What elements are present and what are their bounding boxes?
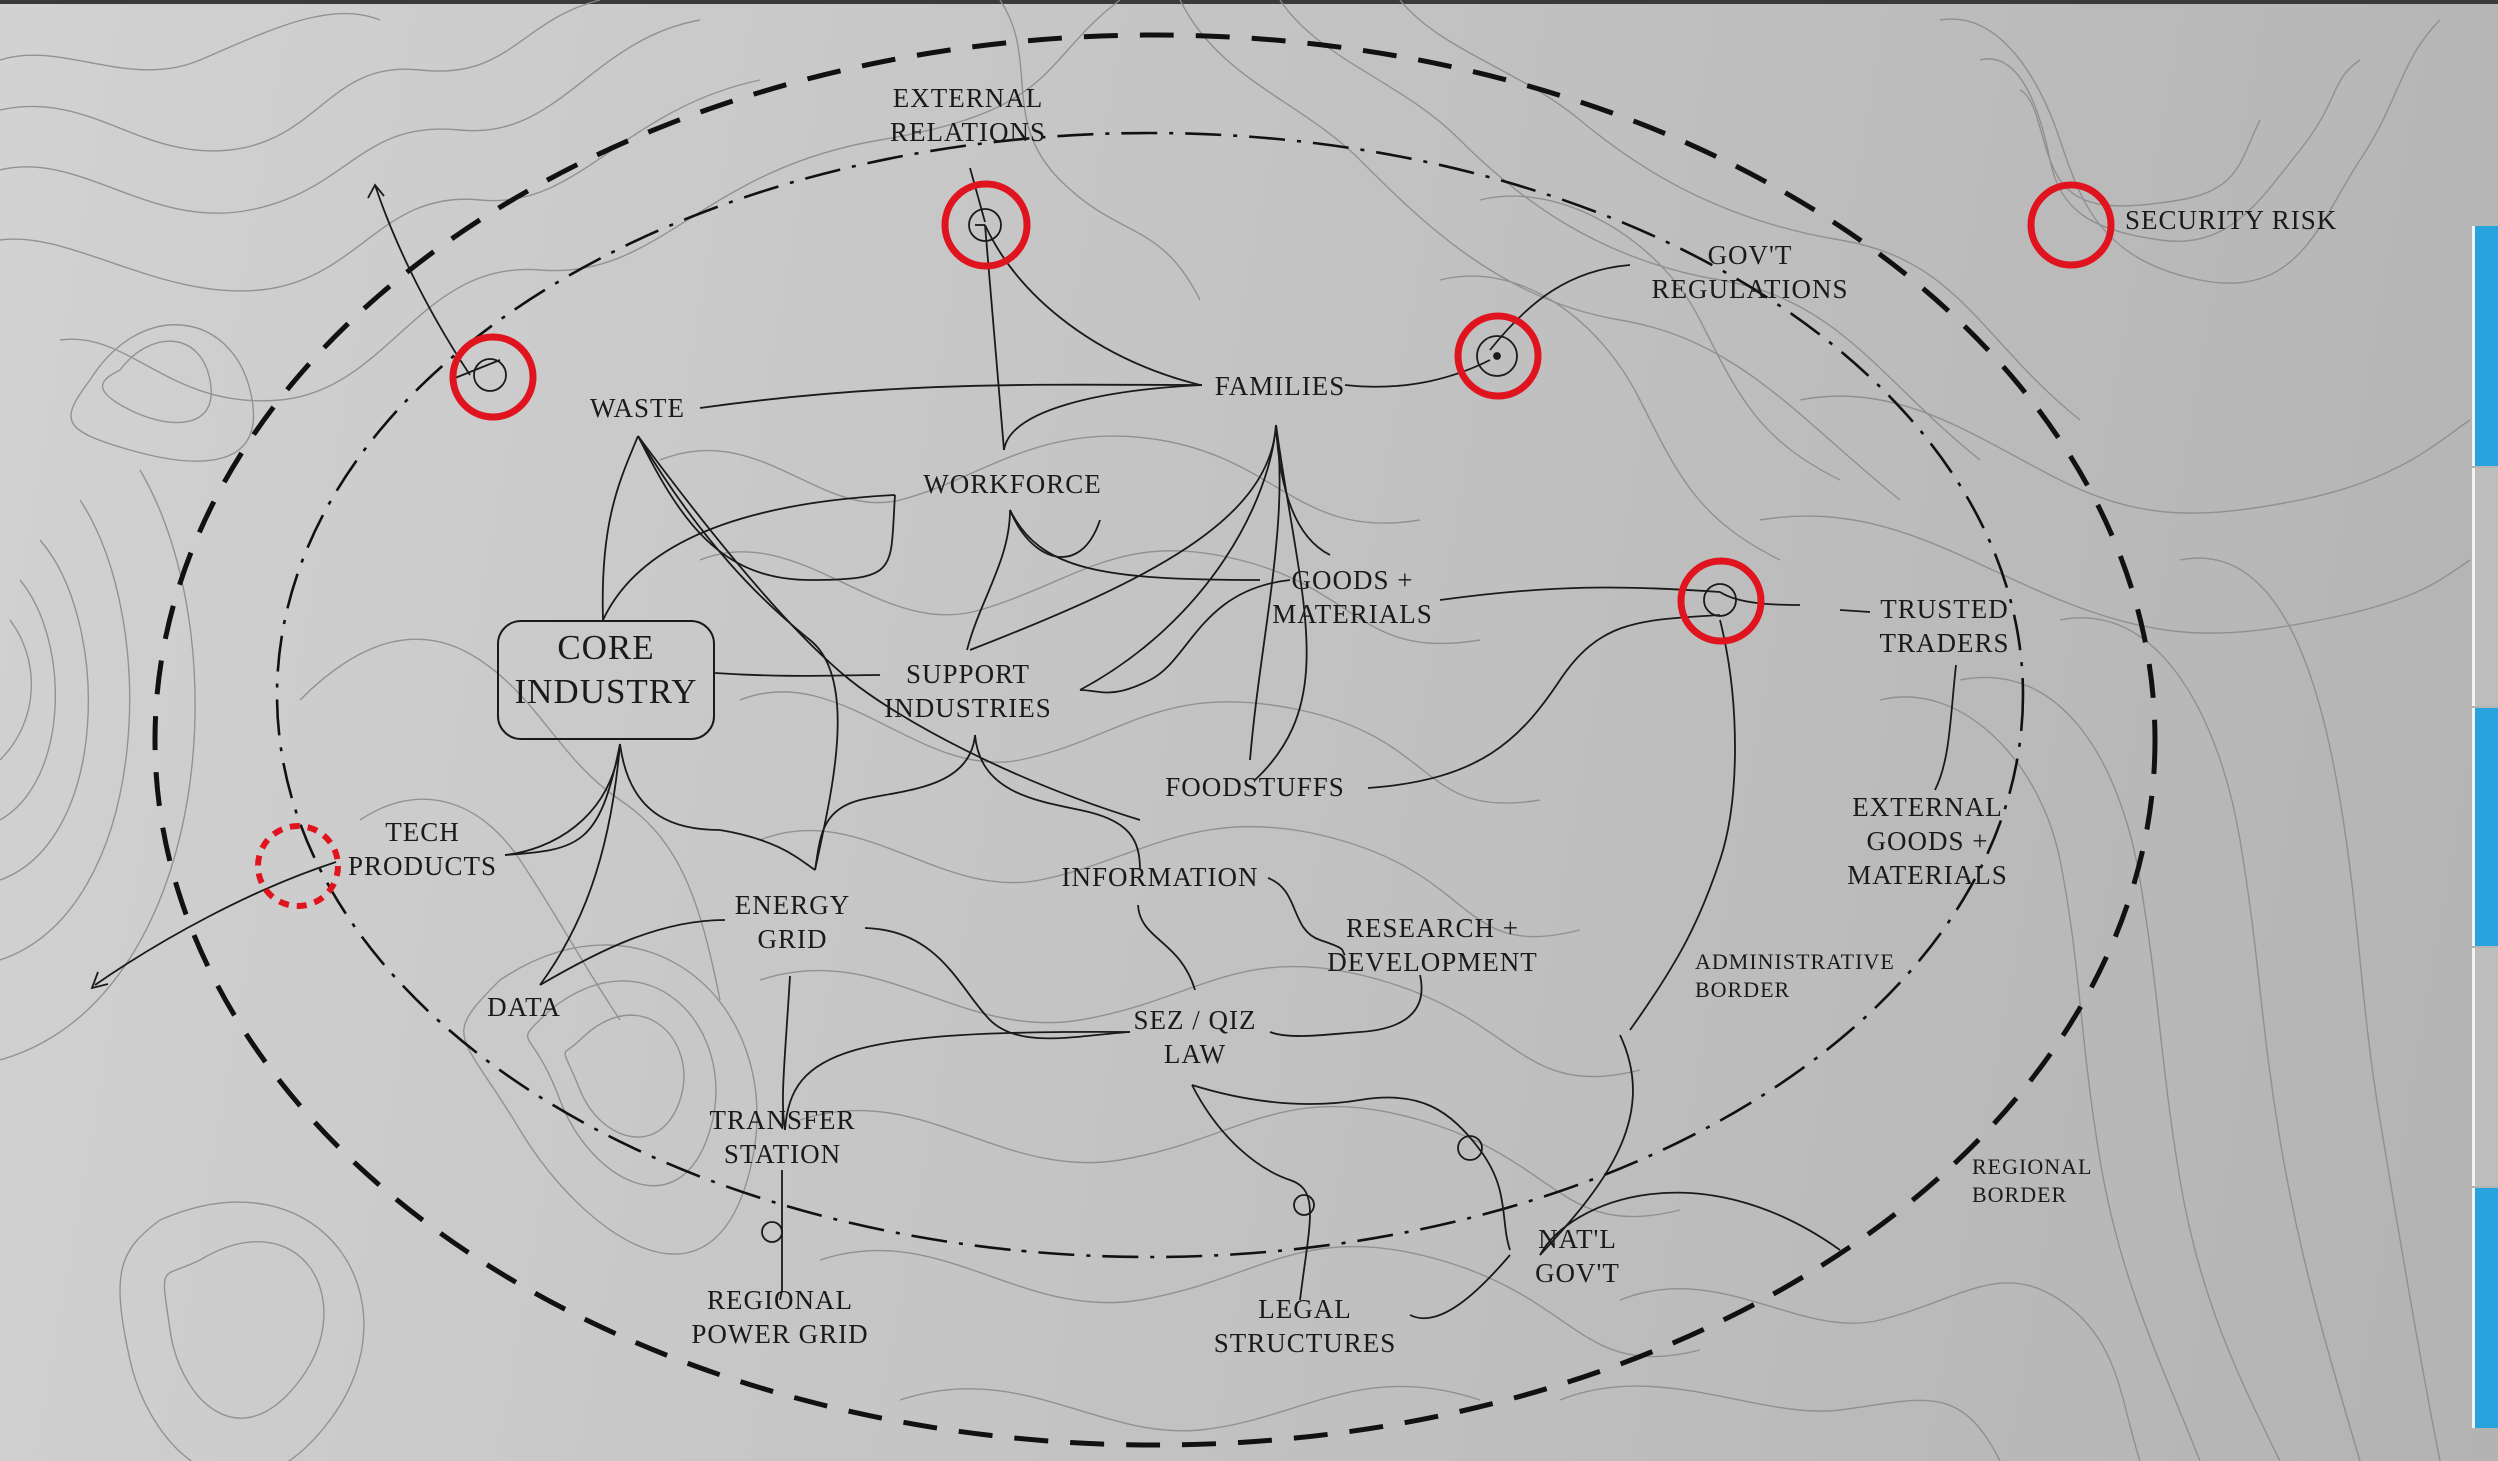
top-border: [0, 0, 2498, 4]
dashed-red-circle-icon: [255, 823, 341, 909]
external-relations-label: EXTERNAL RELATIONS: [890, 83, 1046, 147]
connection-lines: [94, 167, 1957, 1320]
checkpoints: [255, 180, 2115, 909]
administrative-border-label: ADMINISTRATIVE BORDER: [1695, 949, 1895, 1002]
waste-label: WASTE: [590, 393, 685, 423]
regional-power-grid-label: REGIONAL POWER GRID: [691, 1285, 869, 1349]
sidebar-segment-3[interactable]: [2472, 708, 2498, 946]
govt-regulations-label: GOV'T REGULATIONS: [1651, 240, 1849, 304]
red-circle-icon: [1677, 557, 1765, 645]
goods-materials-label: GOODS + MATERIALS: [1272, 565, 1433, 629]
tech-products-label: TECH PRODUCTS: [347, 817, 498, 881]
red-circle-icon: [1454, 312, 1542, 400]
sidebar-segment-2[interactable]: [2472, 468, 2498, 706]
security-risk-label: SECURITY RISK: [2125, 205, 2338, 235]
support-industries-label: SUPPORT INDUSTRIES: [884, 659, 1052, 723]
regional-border-label: REGIONAL BORDER: [1972, 1154, 2093, 1207]
red-circle-icon: [449, 333, 537, 421]
natl-govt-label: NAT'L GOV'T: [1535, 1224, 1620, 1288]
workforce-label: WORKFORCE: [923, 469, 1102, 499]
red-circle-icon: [941, 180, 1031, 270]
trusted-traders-label: TRUSTED TRADERS: [1879, 594, 2010, 658]
energy-grid-label: ENERGY GRID: [734, 890, 851, 954]
information-label: INFORMATION: [1061, 862, 1259, 892]
foodstuffs-label: FOODSTUFFS: [1165, 772, 1345, 802]
transfer-station-label: TRANSFER STATION: [709, 1105, 856, 1169]
junction-circles: [473, 208, 1737, 1243]
regional-border-ring: [152, 32, 2158, 1448]
arrow-heads: [90, 183, 385, 990]
sidebar-segment-5[interactable]: [2472, 1188, 2498, 1428]
core-industry-node: CORE INDUSTRY: [497, 620, 715, 740]
legal-structures-label: LEGAL STRUCTURES: [1213, 1294, 1397, 1358]
sez-qiz-law-label: SEZ / QIZ LAW: [1133, 1005, 1257, 1069]
administrative-border-ring: [275, 131, 2025, 1259]
external-goods-materials-label: EXTERNAL GOODS + MATERIALS: [1847, 792, 2008, 890]
sidebar-segment-1[interactable]: [2472, 226, 2498, 466]
red-circle-icon: [2027, 181, 2115, 269]
sidebar-segment-4[interactable]: [2472, 948, 2498, 1186]
research-development-label: RESEARCH + DEVELOPMENT: [1327, 913, 1538, 977]
data-label: DATA: [487, 992, 561, 1022]
families-label: FAMILIES: [1214, 371, 1346, 401]
